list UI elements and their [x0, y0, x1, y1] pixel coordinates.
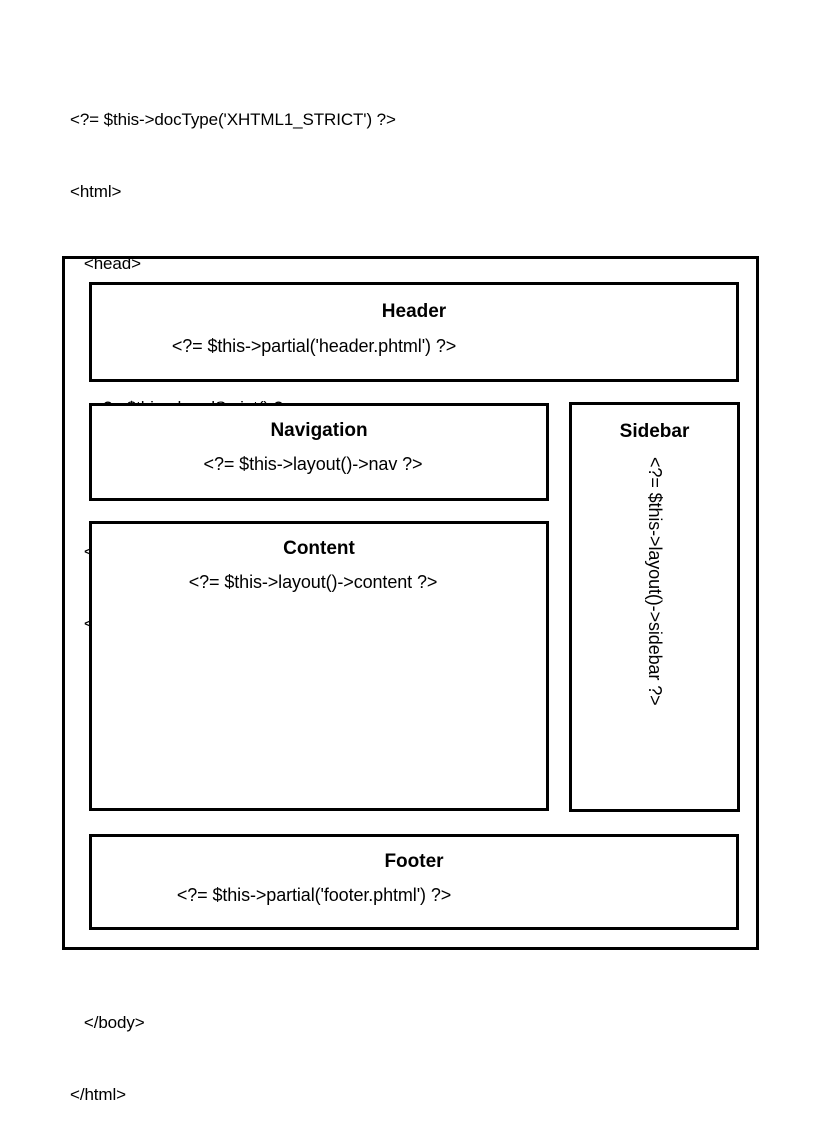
code-line: </html>	[70, 1085, 126, 1104]
code-line: <?= $this->docType('XHTML1_STRICT') ?>	[70, 110, 396, 129]
layout-diagram-container: Header <?= $this->partial('header.phtml'…	[62, 256, 759, 950]
region-navigation: Navigation <?= $this->layout()->nav ?>	[89, 403, 549, 501]
code-listing-bottom: </body> </html>	[70, 963, 145, 1131]
region-sidebar: Sidebar <?= $this->layout()->sidebar ?>	[569, 402, 740, 812]
region-navigation-title: Navigation	[270, 420, 368, 441]
region-sidebar-code-wrap: <?= $this->layout()->sidebar ?>	[572, 457, 737, 809]
code-line: <html>	[70, 182, 122, 201]
region-footer-title: Footer	[384, 851, 444, 872]
code-line: </body>	[70, 1013, 145, 1032]
region-content: Content <?= $this->layout()->content ?>	[89, 521, 549, 811]
region-header: Header <?= $this->partial('header.phtml'…	[89, 282, 739, 382]
region-content-title: Content	[283, 538, 355, 559]
region-header-code: <?= $this->partial('header.phtml') ?>	[171, 336, 457, 356]
region-footer-code: <?= $this->partial('footer.phtml') ?>	[176, 885, 452, 905]
region-content-code: <?= $this->layout()->content ?>	[188, 572, 438, 592]
region-sidebar-code: <?= $this->layout()->sidebar ?>	[644, 457, 665, 706]
region-header-title: Header	[381, 301, 447, 322]
region-footer: Footer <?= $this->partial('footer.phtml'…	[89, 834, 739, 930]
region-navigation-code: <?= $this->layout()->nav ?>	[203, 454, 423, 474]
region-sidebar-title: Sidebar	[619, 421, 690, 442]
